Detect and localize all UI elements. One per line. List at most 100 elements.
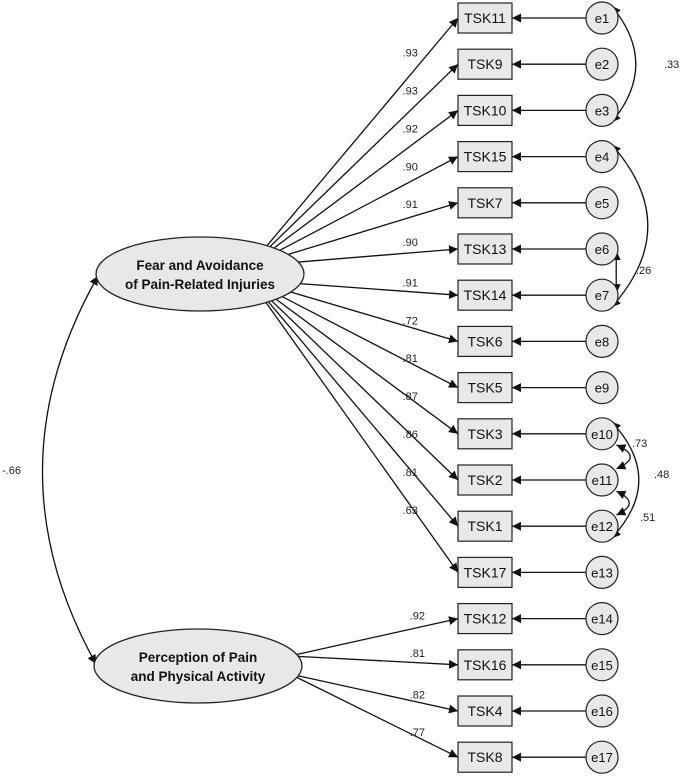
- error-circle-e15: [585, 648, 619, 682]
- error-label-e9: e9: [595, 381, 609, 396]
- error-label-e10: e10: [591, 427, 613, 442]
- factor-ellipse-f1: [95, 236, 305, 312]
- error-circle-e8: [585, 324, 619, 358]
- error-circle-e3: [585, 93, 619, 128]
- error-label-e5: e5: [595, 196, 609, 211]
- error-circle-e12: [585, 509, 619, 543]
- loading-path-tsk10: [249, 109, 459, 267]
- loading-path-tsk9: [249, 63, 459, 267]
- error-label-e8: e8: [595, 334, 609, 349]
- indicator-box-tsk5: [457, 372, 513, 404]
- loading-label-tsk2: .86: [403, 429, 418, 441]
- loading-path-tsk2: [249, 279, 459, 481]
- factor-covariance-label: -.66: [2, 465, 21, 477]
- error-label-e11: e11: [592, 473, 613, 488]
- error-label-e15: e15: [591, 658, 613, 673]
- error-label-e14: e14: [591, 612, 613, 627]
- error-circle-e9: [585, 371, 619, 405]
- loading-label-tsk4: .82: [410, 689, 425, 701]
- error-covariance-path-e10-e12: [611, 421, 640, 539]
- indicator-label-tsk11: TSK11: [464, 10, 506, 26]
- indicator-box-tsk2: [457, 464, 513, 496]
- error-label-e1: e1: [595, 11, 609, 26]
- loading-path-tsk1: [249, 279, 459, 527]
- error-circle-e2: [585, 47, 619, 81]
- indicator-label-tsk5: TSK5: [467, 380, 502, 396]
- factor-label-f2-line-2: and Physical Activity: [131, 669, 266, 684]
- error-circle-e7: [585, 278, 619, 312]
- factor-label-f1-line-2: of Pain-Related Injuries: [125, 277, 275, 292]
- loading-label-tsk3: .87: [403, 391, 418, 403]
- indicator-label-tsk17: TSK17: [464, 564, 507, 580]
- error-circle-e10: [585, 417, 619, 451]
- indicator-label-tsk3: TSK3: [467, 426, 502, 442]
- error-circle-e6: [585, 232, 619, 266]
- loading-path-tsk5: [249, 279, 459, 389]
- error-circle-e16: [585, 694, 619, 728]
- indicator-label-tsk13: TSK13: [464, 241, 507, 257]
- error-covariance-path-e11-e12: [616, 490, 630, 516]
- indicator-box-tsk8: [457, 741, 513, 773]
- loading-label-tsk7: .91: [403, 199, 418, 211]
- factor-ellipse-f2: [93, 628, 303, 704]
- indicator-box-tsk1: [457, 510, 513, 542]
- factor-covariance-path: [41, 275, 99, 665]
- loading-label-tsk13: .90: [403, 237, 418, 249]
- error-label-e4: e4: [595, 150, 609, 165]
- error-covariance-label-e10-e11: .73: [632, 438, 647, 450]
- indicator-box-tsk9: [457, 48, 513, 80]
- loading-label-tsk5: .81: [403, 353, 418, 365]
- indicator-box-tsk4: [457, 695, 513, 727]
- loading-path-tsk12: [289, 616, 459, 657]
- loading-label-tsk17: .63: [403, 505, 418, 517]
- indicator-label-tsk15: TSK15: [464, 149, 507, 165]
- indicator-box-tsk6: [457, 325, 513, 357]
- factor-label-f1-line-1: Fear and Avoidance: [136, 258, 264, 273]
- loading-path-tsk4: [289, 673, 459, 714]
- loading-path-tsk17: [249, 279, 459, 573]
- error-covariance-path-e4-e7: [611, 144, 649, 308]
- loading-path-tsk15: [249, 156, 459, 267]
- indicator-box-tsk3: [457, 418, 513, 450]
- indicator-label-tsk9: TSK9: [467, 56, 502, 72]
- indicator-box-tsk7: [457, 187, 513, 219]
- error-covariance-label-e10-e12: .48: [654, 469, 669, 481]
- error-label-e16: e16: [591, 704, 613, 719]
- error-label-e17: e17: [591, 750, 613, 765]
- factor-label-f2-line-1: Perception of Pain: [139, 650, 258, 665]
- error-covariance-label-e1-e3: .33: [664, 59, 679, 71]
- indicator-label-tsk10: TSK10: [464, 102, 507, 118]
- loading-label-tsk14: .91: [403, 277, 418, 289]
- indicator-label-tsk4: TSK4: [467, 703, 502, 719]
- error-circle-e4: [585, 140, 619, 174]
- loading-label-tsk11: .93: [403, 48, 418, 60]
- nodes-layer: [93, 1, 619, 774]
- error-label-e2: e2: [595, 57, 609, 72]
- error-circle-e17: [585, 740, 619, 774]
- indicator-box-tsk11: [457, 2, 513, 34]
- indicator-label-tsk12: TSK12: [464, 611, 507, 627]
- error-circle-e14: [585, 601, 619, 636]
- indicator-box-tsk13: [457, 233, 513, 265]
- indicator-box-tsk16: [457, 649, 513, 681]
- indicator-label-tsk8: TSK8: [467, 749, 502, 765]
- indicator-box-tsk15: [457, 141, 513, 173]
- loading-path-tsk3: [249, 279, 459, 435]
- loading-path-tsk8: [289, 673, 459, 758]
- indicator-label-tsk2: TSK2: [467, 472, 502, 488]
- error-circle-e11: [585, 463, 619, 497]
- indicator-label-tsk1: TSK1: [467, 518, 502, 534]
- loading-label-tsk8: .77: [410, 727, 425, 739]
- indicator-box-tsk12: [457, 602, 513, 635]
- error-covariance-label-e11-e12: .51: [640, 512, 655, 524]
- error-circle-e5: [585, 186, 619, 220]
- error-circle-e1: [585, 1, 619, 35]
- indicator-box-tsk14: [457, 279, 513, 311]
- error-label-e3: e3: [595, 103, 609, 118]
- indicator-box-tsk10: [457, 94, 513, 127]
- error-circle-e13: [585, 555, 619, 590]
- error-label-e13: e13: [591, 565, 613, 580]
- loading-label-tsk10: .92: [403, 123, 418, 135]
